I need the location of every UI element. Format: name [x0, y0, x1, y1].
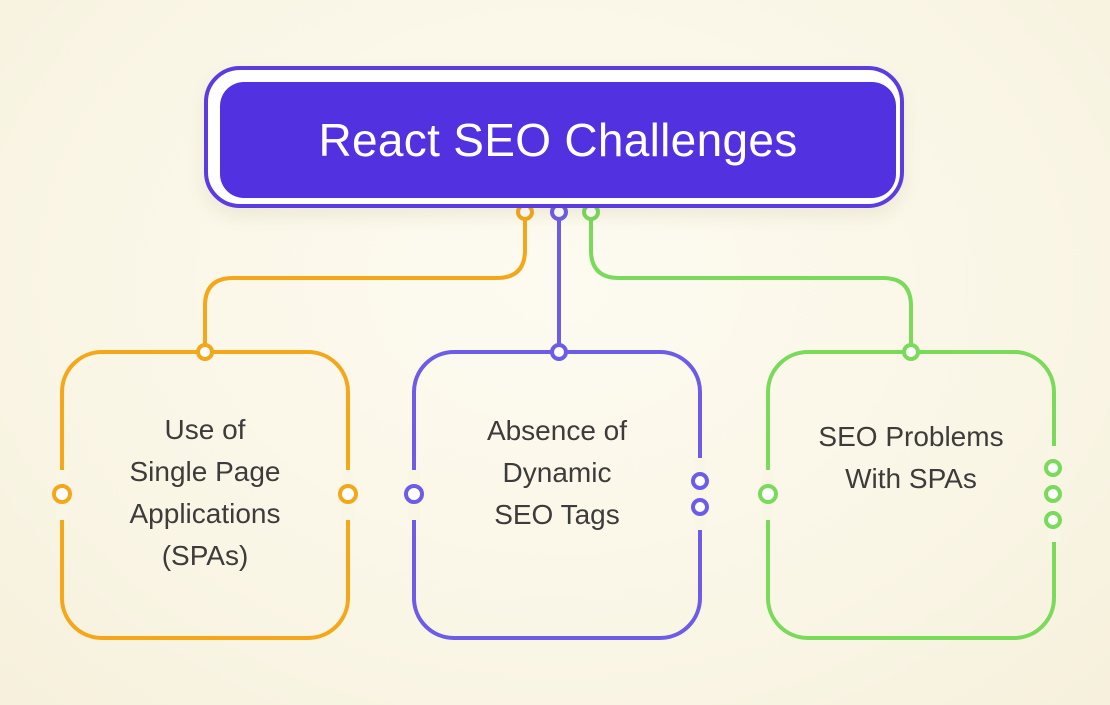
box-middle-node-left [404, 484, 424, 504]
box-left: Use of Single Page Applications (SPAs) [62, 352, 348, 638]
connector-green [589, 219, 913, 345]
box-right-node-left [758, 484, 778, 504]
box-right: SEO Problems With SPAs [768, 352, 1054, 638]
box-right-node-right-1 [1044, 459, 1062, 477]
box-right-node-right-2 [1044, 485, 1062, 503]
box-middle-node-top [550, 343, 568, 361]
box-middle: Absence of Dynamic SEO Tags [414, 352, 700, 638]
title-banner: React SEO Challenges [220, 82, 896, 198]
box-middle-label: Absence of Dynamic SEO Tags [486, 415, 628, 530]
box-left-label: Use of Single Page Applications (SPAs) [129, 413, 281, 571]
box-left-node-right [338, 484, 358, 504]
box-middle-node-right-1 [691, 472, 709, 490]
box-middle-node-right-2 [691, 498, 709, 516]
box-right-node-top [902, 343, 920, 361]
box-left-node-left [52, 484, 72, 504]
box-right-label: SEO Problems With SPAs [818, 421, 1004, 494]
box-left-node-top [196, 343, 214, 361]
box-right-node-right-3 [1044, 511, 1062, 529]
diagram-title: React SEO Challenges [318, 114, 798, 166]
connector-orange [203, 219, 527, 345]
